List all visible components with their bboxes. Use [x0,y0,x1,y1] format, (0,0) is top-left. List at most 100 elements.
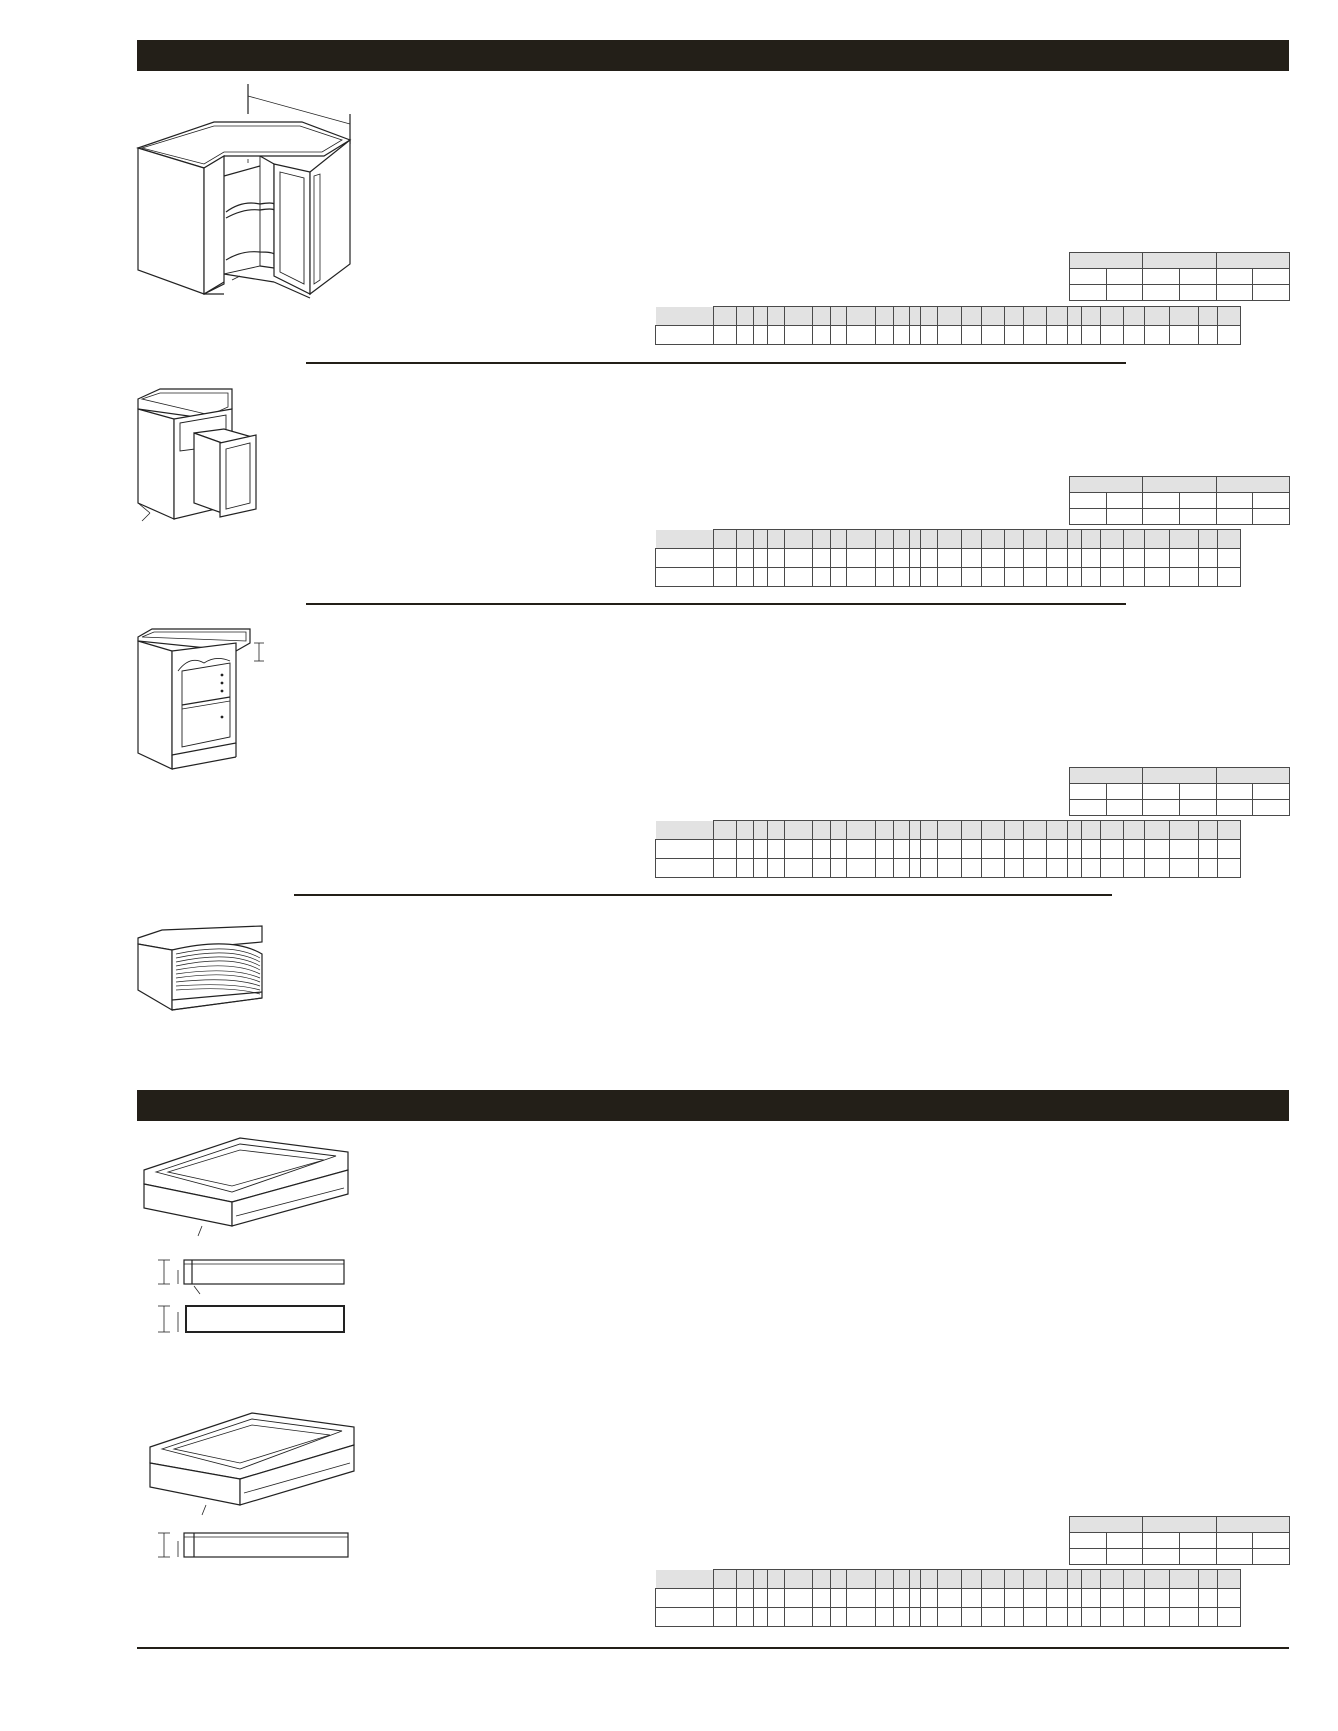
price-cell [961,858,982,878]
price-column-header [713,820,737,840]
price-cell [846,839,876,859]
price-cell [1217,1607,1241,1627]
price-row [655,1588,1241,1608]
price-column-header [961,1569,982,1589]
price-column-header [937,529,962,549]
price-column-header [1144,1569,1170,1589]
price-row [655,1607,1241,1627]
finish-group-header [1215,252,1291,269]
price-column-header [1046,306,1068,326]
section-header-band-1 [137,40,1289,71]
price-column-header [1123,1569,1145,1589]
price-cell [830,1607,847,1627]
waste-basket-cabinet-drawing [132,385,262,525]
price-column-header [981,306,1005,326]
price-table-corner [655,306,714,326]
roll-out-tray-drawing [140,1130,360,1340]
price-cell [1144,325,1170,345]
price-cell [784,1588,813,1608]
price-cell [1100,839,1124,859]
price-cell [1123,1588,1145,1608]
price-cell [875,548,894,568]
price-cell [920,1588,938,1608]
price-column-header [1004,1569,1024,1589]
price-cell [981,839,1005,859]
appliance-garage-drawing [132,918,272,1013]
price-cell [909,1607,921,1627]
price-cell [981,325,1005,345]
price-column-header [893,529,910,549]
price-column-header [1144,820,1170,840]
price-cell [812,858,831,878]
price-column-header [713,1569,737,1589]
price-cell [1123,839,1145,859]
price-cell [753,548,768,568]
section-divider [294,894,1112,896]
price-cell [736,548,754,568]
price-cell [1004,567,1024,587]
price-cell [875,325,894,345]
price-cell [893,858,910,878]
price-cell [812,839,831,859]
price-cell [767,325,785,345]
price-cell [1004,858,1024,878]
price-column-header [812,529,831,549]
price-column-header [713,529,737,549]
price-column-header [736,1569,754,1589]
price-column-header [1081,529,1101,549]
price-cell [1004,548,1024,568]
price-cell [1067,567,1082,587]
price-cell [1067,839,1082,859]
price-cell [981,1607,1005,1627]
price-cell [1198,858,1218,878]
price-cell [812,567,831,587]
price-cell [767,567,785,587]
finish-group-header [1142,252,1217,269]
price-cell [753,325,768,345]
price-cell [937,325,962,345]
price-cell [937,548,962,568]
price-cell [920,839,938,859]
price-column-header [784,529,813,549]
price-cell [736,325,754,345]
finish-table-6 [1068,1516,1291,1565]
price-column-header [909,1569,921,1589]
price-column-header [1023,306,1047,326]
price-row-label [655,325,714,345]
finish-group-header [1068,252,1144,269]
price-cell [1217,548,1241,568]
price-cell [830,1588,847,1608]
price-column-header [1198,820,1218,840]
price-column-header [909,306,921,326]
price-cell [846,858,876,878]
price-column-header [1123,820,1145,840]
price-cell [1123,325,1145,345]
price-column-header [961,529,982,549]
price-cell [812,548,831,568]
price-column-header [909,820,921,840]
price-cell [1023,839,1047,859]
price-cell [909,1588,921,1608]
price-column-header [812,306,831,326]
price-cell [937,1588,962,1608]
price-column-header [1004,820,1024,840]
price-cell [1123,1607,1145,1627]
price-column-header [767,306,785,326]
price-cell [875,858,894,878]
price-cell [1217,325,1241,345]
price-cell [981,567,1005,587]
price-cell [713,1588,737,1608]
price-column-header [1123,306,1145,326]
price-cell [1144,858,1170,878]
price-cell [1046,1588,1068,1608]
price-column-header [736,820,754,840]
open-shelf-cabinet-drawing [132,625,272,775]
price-cell [1217,858,1241,878]
price-cell [1081,548,1101,568]
price-cell [920,858,938,878]
price-cell [713,548,737,568]
price-cell [812,1588,831,1608]
price-column-header [753,1569,768,1589]
price-cell [1123,567,1145,587]
price-cell [1067,548,1082,568]
